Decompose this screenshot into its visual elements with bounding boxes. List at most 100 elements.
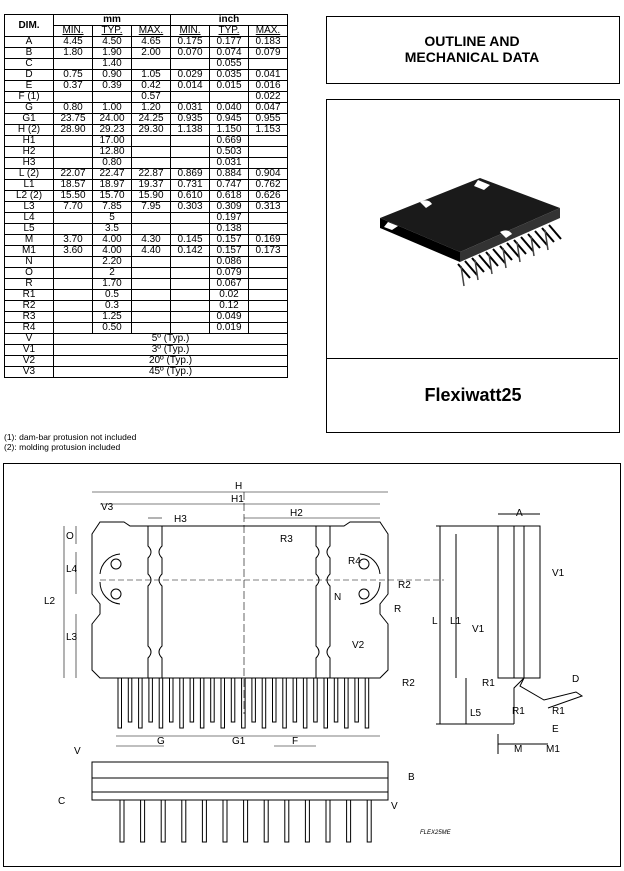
label-L5: L5 (470, 708, 482, 719)
value-cell: 4.50 (92, 36, 132, 48)
front-lead (304, 799, 310, 843)
value-cell (53, 91, 93, 103)
value-cell: 15.50 (53, 190, 93, 202)
label-R: R (394, 604, 401, 615)
angle-cell: 45º (Typ.) (53, 366, 288, 378)
value-cell: 0.503 (209, 146, 249, 158)
value-cell: 0.157 (209, 234, 249, 246)
value-cell: 7.70 (53, 201, 93, 213)
value-cell: 0.762 (248, 179, 288, 191)
value-cell (248, 256, 288, 268)
value-cell: 0.309 (209, 201, 249, 213)
value-cell (53, 278, 93, 290)
value-cell: 12.80 (92, 146, 132, 158)
front-lead (346, 799, 352, 843)
label-M: M (514, 744, 522, 755)
value-cell: 0.035 (209, 69, 249, 81)
drawing-code: FLEX25ME (420, 830, 452, 836)
value-cell (170, 212, 210, 224)
lead (179, 677, 184, 729)
dim-cell: R (4, 278, 54, 290)
value-cell (131, 322, 171, 334)
value-cell (53, 157, 93, 169)
value-cell: 15.70 (92, 190, 132, 202)
mechanical-drawing: H H1 H3 H2 V3 O L4 L2 L3 R3 R4 R2 N R V2… (3, 463, 621, 867)
front-lead (181, 799, 187, 843)
lead (169, 677, 174, 723)
dim-cell: L5 (4, 223, 54, 235)
value-cell: 19.37 (131, 179, 171, 191)
dim-cell: R3 (4, 311, 54, 323)
value-cell: 4.45 (53, 36, 93, 48)
value-cell (248, 267, 288, 279)
value-cell: 3.5 (92, 223, 132, 235)
value-cell: 0.173 (248, 245, 288, 257)
value-cell (248, 278, 288, 290)
value-cell: 0.90 (92, 69, 132, 81)
dim-cell: N (4, 256, 54, 268)
label-F: F (292, 736, 298, 747)
value-cell: 0.610 (170, 190, 210, 202)
value-cell: 2 (92, 267, 132, 279)
value-cell (170, 322, 210, 334)
label-V: V (74, 746, 81, 757)
value-cell: 18.57 (53, 179, 93, 191)
value-cell: 0.079 (248, 47, 288, 59)
dim-cell: H3 (4, 157, 54, 169)
front-lead (222, 799, 228, 843)
dim-cell: L3 (4, 201, 54, 213)
value-cell: 29.30 (131, 124, 171, 136)
value-cell: 0.016 (248, 80, 288, 92)
value-cell: 0.884 (209, 168, 249, 180)
title-line-2: MECHANICAL DATA (404, 49, 540, 65)
title-line-1: OUTLINE AND (424, 33, 520, 49)
value-cell: 0.142 (170, 245, 210, 257)
value-cell: 0.055 (209, 58, 249, 70)
value-cell: 0.37 (53, 80, 93, 92)
value-cell: 0.955 (248, 113, 288, 125)
label-G: G (157, 736, 165, 747)
dim-cell: F (1) (4, 91, 54, 103)
mm-header: mm (53, 14, 171, 26)
dim-cell: V1 (4, 344, 54, 356)
value-cell (131, 146, 171, 158)
value-cell (170, 135, 210, 147)
value-cell (170, 267, 210, 279)
value-cell: 0.047 (248, 102, 288, 114)
value-cell: 28.90 (53, 124, 93, 136)
dim-cell: R2 (4, 300, 54, 312)
value-cell (53, 289, 93, 301)
value-cell: 0.303 (170, 201, 210, 213)
value-cell: 1.153 (248, 124, 288, 136)
value-cell: 0.869 (170, 168, 210, 180)
title: OUTLINE AND MECHANICAL DATA (326, 16, 618, 82)
value-cell: 3.70 (53, 234, 93, 246)
value-cell (53, 267, 93, 279)
value-cell: 0.42 (131, 80, 171, 92)
value-cell (248, 289, 288, 301)
dim-cell: L2 (2) (4, 190, 54, 202)
value-cell: 0.3 (92, 300, 132, 312)
value-cell: 24.25 (131, 113, 171, 125)
value-cell: 4.30 (131, 234, 171, 246)
lead (272, 677, 277, 723)
label-L3: L3 (66, 632, 78, 643)
value-cell: 0.80 (92, 157, 132, 169)
package-box (326, 99, 620, 433)
value-cell (131, 278, 171, 290)
value-cell: 22.47 (92, 168, 132, 180)
value-cell: 0.5 (92, 289, 132, 301)
value-cell (248, 322, 288, 334)
value-cell: 0.80 (53, 102, 93, 114)
